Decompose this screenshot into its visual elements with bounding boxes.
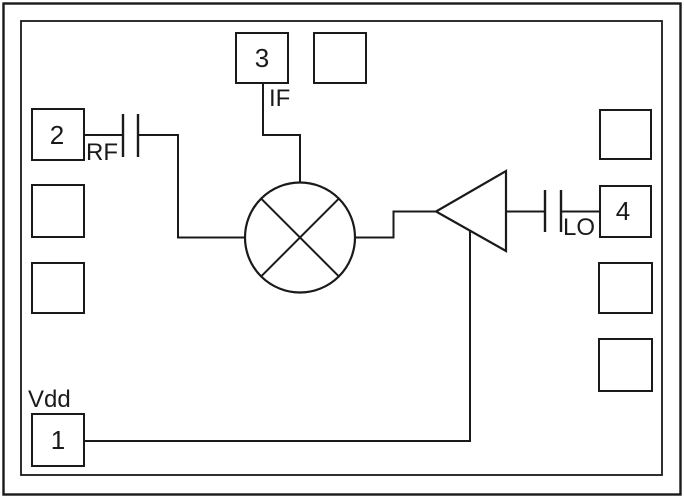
rf-wire-cap-to-mixer — [138, 134, 245, 239]
pad-empty-right-3 — [598, 338, 653, 392]
vdd-wire — [84, 230, 471, 442]
pad-rf-pin2 — [31, 108, 85, 161]
rf-coupling-capacitor-icon — [121, 114, 140, 157]
lo-coupling-capacitor-icon — [543, 190, 563, 232]
pad-if-pin3 — [235, 32, 289, 84]
pad-empty-right-1 — [599, 109, 652, 160]
pad-empty-top — [313, 32, 367, 84]
mixer-cross-line — [260, 197, 340, 278]
vdd-label: Vdd — [28, 386, 71, 413]
if-label: IF — [269, 85, 290, 112]
lo-label: LO — [563, 214, 595, 241]
pin3-number: 3 — [255, 43, 269, 73]
if-wire — [262, 83, 301, 183]
pad-empty-left-2 — [31, 262, 85, 314]
mixer-icon — [243, 181, 357, 294]
pad-lo-pin4 — [599, 185, 652, 238]
pad-vdd-pin1 — [31, 413, 85, 467]
pin4-number: 4 — [616, 196, 630, 226]
pin2-number: 2 — [50, 120, 64, 150]
pad-empty-left-1 — [31, 184, 85, 238]
pin1-number: 1 — [51, 425, 65, 455]
amplifier-icon — [433, 169, 508, 253]
inner-border — [20, 20, 663, 476]
pad-empty-right-2 — [598, 262, 653, 314]
rf-label: RF — [86, 139, 118, 166]
mixer-to-amplifier-wire — [355, 210, 436, 239]
